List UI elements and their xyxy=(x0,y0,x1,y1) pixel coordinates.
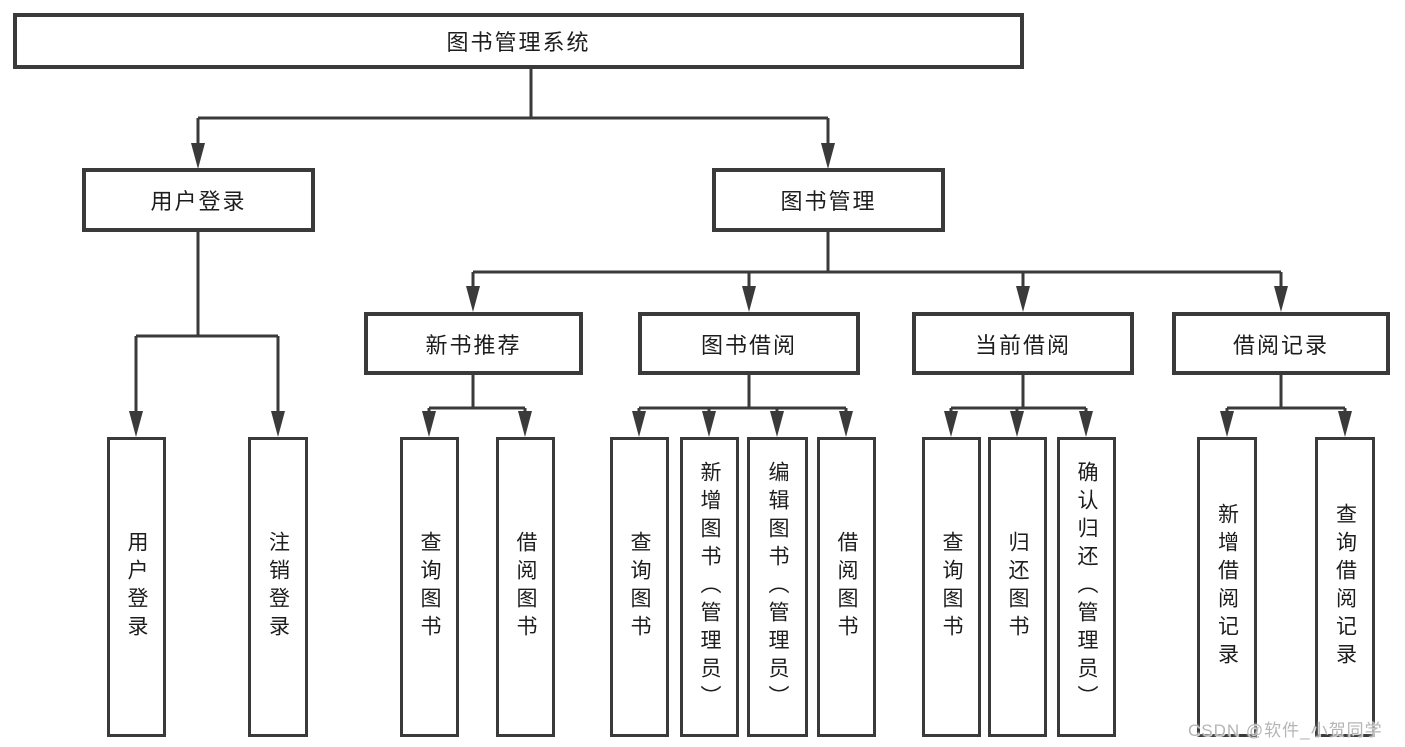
node-new-book-recommendation: 新书推荐 xyxy=(364,312,583,375)
node-leaf-query-books-borrowing: 查询图书 xyxy=(610,437,669,737)
arrowhead xyxy=(944,411,958,437)
arrowhead xyxy=(821,143,835,169)
node-leaf-borrow-books: 借阅图书 xyxy=(817,437,876,737)
arrowhead xyxy=(839,411,853,437)
node-book-borrowing: 图书借阅 xyxy=(638,312,860,375)
node-leaf-edit-book-admin: 编辑图书（管理员） xyxy=(747,437,808,737)
arrowhead xyxy=(1220,411,1234,437)
arrowhead xyxy=(702,411,716,437)
node-leaf-borrow-books-recommend: 借阅图书 xyxy=(496,437,555,737)
arrowhead xyxy=(191,143,205,169)
arrowhead xyxy=(1079,411,1093,437)
arrowhead xyxy=(1010,411,1024,437)
connector-current-borrowing-children xyxy=(944,375,1093,437)
node-book-management: 图书管理 xyxy=(712,168,945,232)
node-leaf-user-login: 用户登录 xyxy=(107,437,166,737)
node-leaf-query-books-recommend: 查询图书 xyxy=(400,437,459,737)
connector-book-borrowing-children xyxy=(632,375,853,437)
arrowhead xyxy=(518,411,532,437)
connector-new-book-recommendation-children xyxy=(422,375,532,437)
node-current-borrowing: 当前借阅 xyxy=(912,312,1134,375)
connector-root-to-level2 xyxy=(191,69,835,169)
node-leaf-return-books: 归还图书 xyxy=(988,437,1047,737)
watermark: CSDN @软件_小贺同学 xyxy=(1188,721,1383,740)
arrowhead xyxy=(466,286,480,312)
arrowhead xyxy=(422,411,436,437)
connector-borrowing-records-children xyxy=(1220,375,1352,437)
node-library-management-system: 图书管理系统 xyxy=(13,13,1024,69)
node-leaf-add-borrow-record: 新增借阅记录 xyxy=(1197,437,1257,737)
node-leaf-confirm-return-admin: 确认归还（管理员） xyxy=(1057,437,1116,737)
arrowhead xyxy=(632,411,646,437)
arrowhead xyxy=(1338,411,1352,437)
connector-book-management-children xyxy=(466,232,1288,312)
arrowhead xyxy=(1274,286,1288,312)
node-user-login: 用户登录 xyxy=(82,168,315,232)
node-leaf-query-books-current: 查询图书 xyxy=(922,437,981,737)
arrowhead xyxy=(770,411,784,437)
arrowhead xyxy=(1016,286,1030,312)
node-leaf-add-book-admin: 新增图书（管理员） xyxy=(680,437,739,737)
node-leaf-query-borrow-record: 查询借阅记录 xyxy=(1315,437,1375,737)
node-borrowing-records: 借阅记录 xyxy=(1172,312,1390,375)
connector-user-login-children xyxy=(129,232,285,437)
arrowhead xyxy=(129,411,143,437)
arrowhead xyxy=(271,411,285,437)
node-leaf-logout: 注销登录 xyxy=(248,437,308,737)
arrowhead xyxy=(742,286,756,312)
